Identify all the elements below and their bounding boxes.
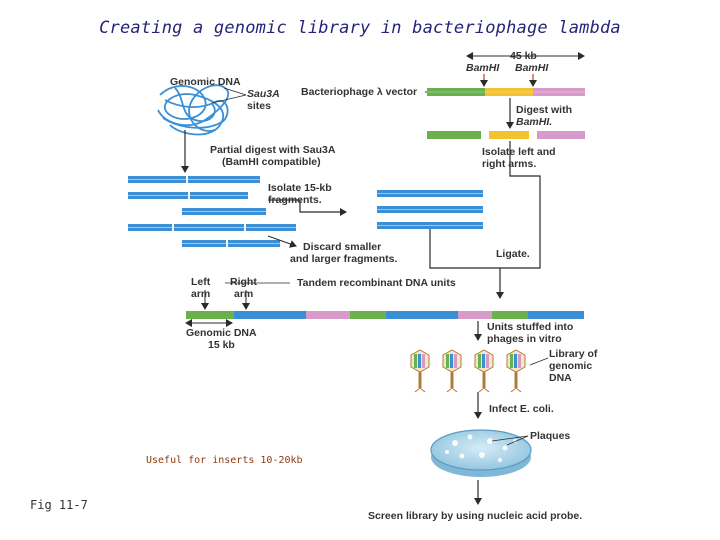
phage-particles [410, 349, 526, 393]
isolate-arrow [268, 199, 347, 216]
arms-flow-line [509, 141, 541, 240]
sites-label: sites [247, 100, 271, 112]
tandem-units-label: Tandem recombinant DNA units [297, 277, 456, 289]
vector-length-label: 45 kb [510, 50, 537, 62]
discard-label-2: and larger fragments. [290, 253, 398, 265]
left-arm-label-1: Left [191, 276, 211, 288]
lambda-vector-digested [427, 131, 585, 139]
phage-vector-label: Bacteriophage λ vector [301, 86, 418, 98]
petri-dish [430, 429, 532, 477]
sau3a-label: Sau3A [247, 88, 280, 100]
slide-title: Creating a genomic library in bacterioph… [99, 18, 621, 38]
digest-label-1: Digest with [516, 104, 573, 116]
screen-label: Screen library by using nucleic acid pro… [368, 510, 583, 522]
ligate-label: Ligate. [496, 248, 530, 260]
phage-particle [474, 349, 494, 393]
genomic-dna-label: Genomic DNA [170, 76, 241, 88]
insert-size-note: Useful for inserts 10-20kb [146, 455, 303, 466]
left-arm-label-2: arm [191, 288, 211, 300]
plaques-label: Plaques [530, 430, 571, 442]
bamhi-compatible-label: (BamHI compatible) [222, 156, 321, 168]
tandem-recombinant-units [186, 311, 584, 319]
partial-digest-label: Partial digest with Sau3A [210, 144, 336, 156]
library-label-2: genomic [549, 360, 593, 372]
library-label-1: Library of [549, 348, 598, 360]
ligate-arrow [496, 240, 541, 299]
lambda-vector-intact [427, 88, 585, 96]
discard-label-1: Discard smaller [303, 241, 382, 253]
genomic-dna-15kb-label-2: 15 kb [208, 339, 235, 351]
isolate-15kb-label: Isolate 15-kb [268, 182, 332, 194]
bamhi-cut-arrows [480, 74, 537, 87]
isolate-arms-label-2: right arms. [482, 158, 537, 170]
library-label-3: DNA [549, 372, 572, 384]
genomic-dna-tangle [157, 84, 230, 136]
isolate-arms-label-1: Isolate left and [482, 146, 556, 158]
figure-reference: Fig 11-7 [30, 498, 88, 512]
infect-label: Infect E. coli. [489, 403, 554, 415]
units-stuffed-label-1: Units stuffed into [487, 321, 574, 333]
digest-label-2: BamHI. [516, 116, 553, 128]
units-stuffed-label-2: phages in vitro [487, 333, 562, 345]
right-arm-label-1: Right [230, 276, 257, 288]
plaques [445, 434, 517, 462]
bamhi-right-label: BamHI [515, 62, 549, 74]
bamhi-left-label: BamHI [466, 62, 500, 74]
fragments-label: fragments. [268, 194, 322, 206]
phage-particle [506, 349, 526, 393]
phage-particle [442, 349, 462, 393]
genomic-dna-15kb-label-1: Genomic DNA [186, 327, 257, 339]
right-arm-label-2: arm [234, 288, 254, 300]
phage-particle [410, 349, 430, 393]
